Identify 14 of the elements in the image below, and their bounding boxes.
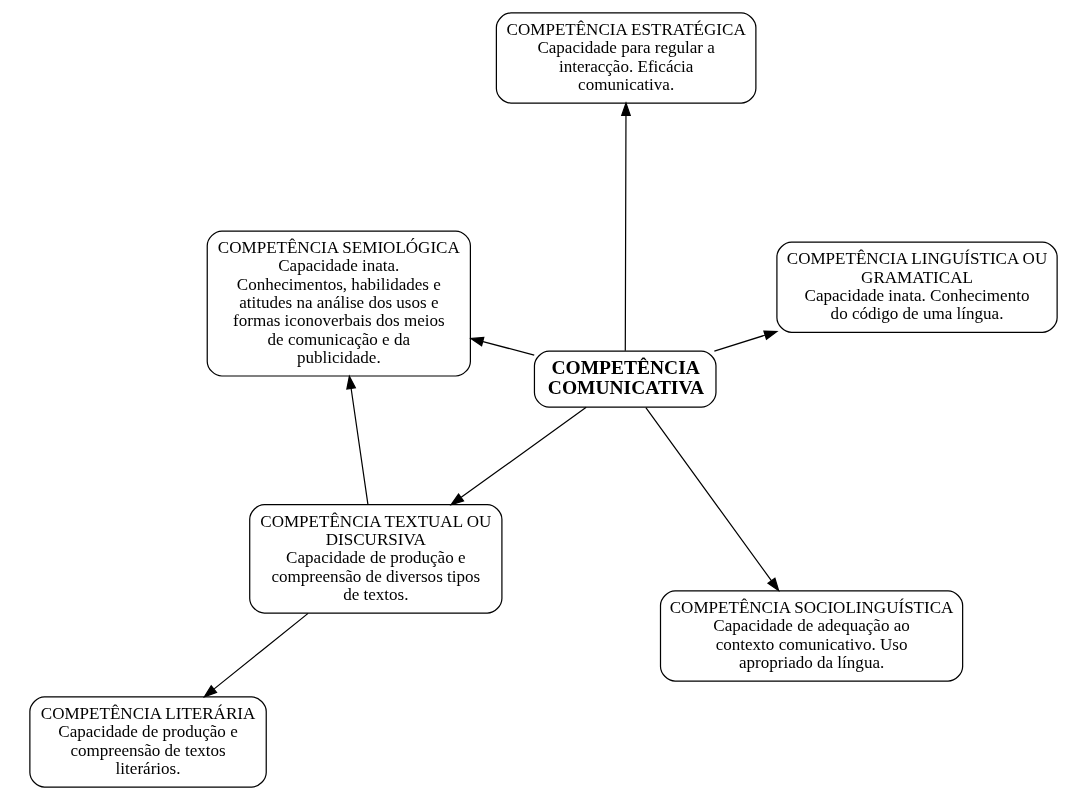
node-box: COMPETÊNCIA TEXTUAL OU DISCURSIVA Capacidade de produção e compreensão de diversos tipos de textos. — [249, 504, 503, 614]
node-box: COMPETÊNCIA SOCIOLINGUÍSTICA Capacidade de adequação ao contexto comunicativo. Uso apropriado da língua. — [659, 590, 964, 682]
arrow — [645, 407, 780, 593]
arrow — [346, 374, 369, 506]
arrow — [202, 612, 309, 698]
arrow — [620, 101, 632, 352]
node-box: COMPETÊNCIA ESTRATÉGICA Capacidade para regular a interacção. Eficácia comunicativa. — [495, 12, 757, 104]
node-box: COMPETÊNCIA LITERÁRIA Capacidade de produção e compreensão de textos literários. — [29, 696, 267, 788]
node-box: COMPETÊNCIA SEMIOLÓGICA Capacidade inata. Conhecimentos, habilidades e atitudes na análise dos usos e formas iconoverbais dos meios de comunicação e da publicidade. — [206, 230, 471, 377]
node-box: COMPETÊNCIA COMUNICATIVA — [533, 350, 717, 408]
arrow — [469, 336, 535, 356]
arrow — [713, 330, 779, 352]
node-box: COMPETÊNCIA LINGUÍSTICA OU GRAMATICAL Capacidade inata. Conhecimento do código de uma língua. — [776, 241, 1058, 333]
arrow — [449, 406, 587, 506]
